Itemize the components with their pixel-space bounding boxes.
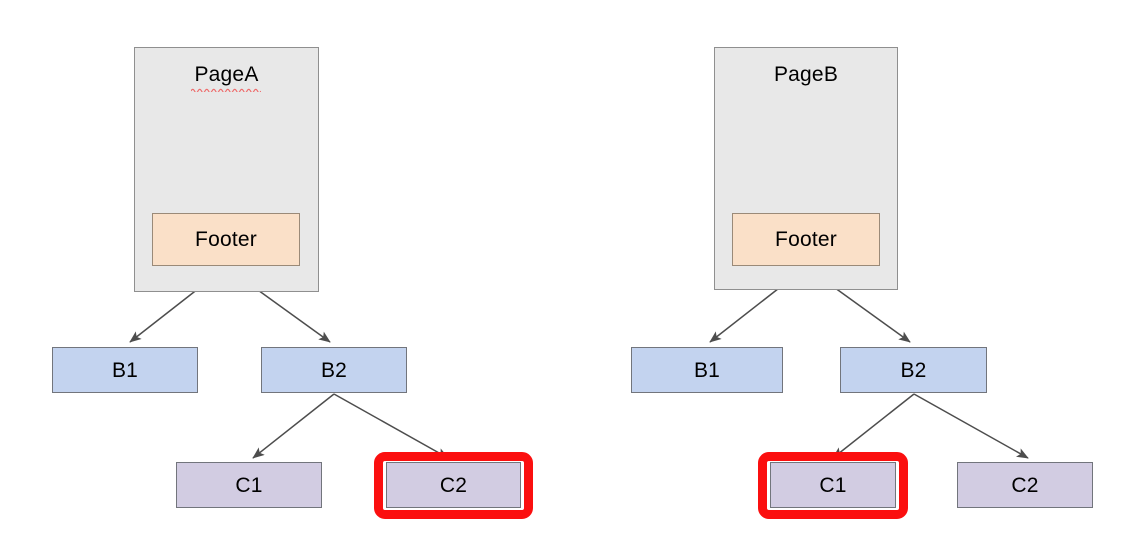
page-b-title-wrap: PageB — [774, 64, 838, 85]
node-label-page-b: PageB — [773, 63, 839, 86]
node-label-b2-left: B2 — [320, 358, 348, 382]
page-a-title-wrap: PageA — [191, 63, 262, 92]
node-c2-left[interactable]: C2 — [386, 462, 521, 508]
spellcheck-squiggle-icon — [191, 88, 262, 92]
node-label-footer-left: Footer — [195, 228, 257, 251]
node-label-c1-left: C1 — [235, 473, 263, 497]
node-label-b1-left: B1 — [111, 358, 139, 382]
node-c2-right[interactable]: C2 — [957, 462, 1093, 508]
edge-b2-to-c2 — [333, 393, 449, 459]
node-label-c2-right: C2 — [1011, 473, 1039, 497]
node-label-b2-right: B2 — [900, 358, 927, 382]
node-label-page-a: PageA — [194, 63, 259, 86]
node-label-c2-left: C2 — [439, 473, 468, 497]
node-c1-right[interactable]: C1 — [770, 462, 896, 508]
node-label-b1-right: B1 — [693, 358, 721, 382]
node-b1-right[interactable]: B1 — [631, 347, 783, 393]
node-b2-right[interactable]: B2 — [840, 347, 987, 393]
node-label-c1-right: C1 — [819, 473, 847, 497]
node-footer-right[interactable]: Footer — [732, 213, 880, 266]
node-b1-left[interactable]: B1 — [52, 347, 198, 393]
edge-b2-to-c2 — [913, 393, 1029, 459]
edge-b2-to-c1 — [832, 393, 915, 459]
node-label-footer-right: Footer — [775, 228, 837, 251]
node-b2-left[interactable]: B2 — [261, 347, 407, 393]
node-c1-left[interactable]: C1 — [176, 462, 322, 508]
edge-b2-to-c1 — [252, 393, 335, 459]
node-footer-left[interactable]: Footer — [152, 213, 300, 266]
